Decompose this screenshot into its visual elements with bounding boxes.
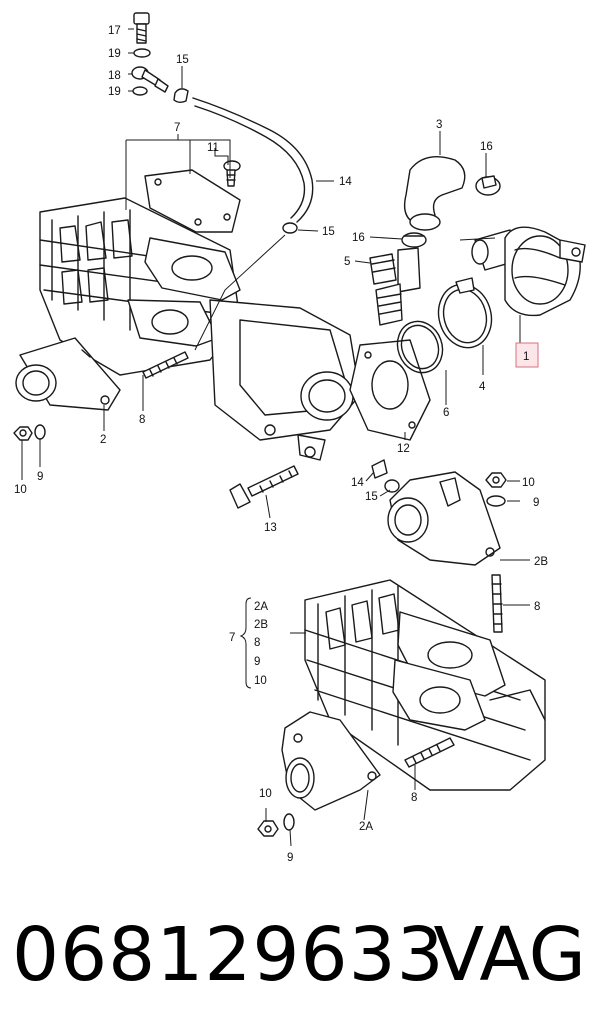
connector-5 [369, 247, 421, 326]
flange-2 [15, 337, 121, 411]
callout-2: 2 [100, 434, 106, 446]
callout-8-right: 8 [534, 601, 540, 613]
callout-4: 4 [479, 381, 486, 393]
callout-2A: 2A [359, 821, 373, 833]
bolt-11 [223, 160, 241, 187]
egr-cooler-7 [39, 169, 361, 461]
callout-5: 5 [344, 256, 350, 268]
callout-15-top: 15 [176, 54, 189, 66]
callout-10-lower: 10 [259, 788, 272, 800]
egr-valve-1 [471, 226, 586, 317]
callout-16-right: 16 [480, 141, 493, 153]
clamp-4 [437, 277, 493, 349]
brace-item-2A: 2A [254, 601, 268, 613]
callout-12: 12 [397, 443, 410, 455]
callout-16-left: 16 [352, 232, 365, 244]
washer-9-top [34, 424, 46, 440]
callout-15-lower: 15 [365, 491, 378, 503]
callout-1: 1 [523, 351, 529, 363]
flange-2B [387, 471, 501, 566]
hose-clip-14-lower [371, 459, 388, 479]
bolt-17 [133, 12, 150, 44]
callout-7-top: 7 [174, 122, 180, 134]
brace-item-9: 9 [254, 656, 260, 668]
callout-8-top: 8 [139, 414, 145, 426]
part-number: 068129633 [12, 912, 445, 998]
callout-10-top: 10 [14, 484, 27, 496]
brand-name: VAG [433, 912, 586, 998]
callout-9-top: 9 [37, 471, 43, 483]
hose-clip-15-mid [282, 222, 298, 234]
callout-7-lower: 7 [229, 632, 235, 644]
gasket-12 [349, 339, 431, 441]
washer-19-top [133, 48, 151, 58]
callout-17: 17 [108, 25, 121, 37]
callout-6: 6 [443, 407, 449, 419]
leader-lines [21, 28, 530, 847]
gasket-ring-6 [396, 320, 444, 374]
caption-bar: 068129633 VAG [0, 905, 600, 1005]
callout-13: 13 [264, 522, 277, 534]
callout-14-lower: 14 [351, 477, 364, 489]
washer-9-right [486, 495, 506, 507]
callout-11: 11 [207, 142, 219, 154]
nut-10-lower [257, 820, 279, 837]
stud-8-right [491, 574, 503, 633]
callout-1-highlight [515, 342, 539, 368]
stud-8-top [142, 351, 189, 379]
nut-10-right [485, 472, 507, 488]
washer-9-lower [283, 813, 295, 831]
flange-2A [281, 711, 381, 811]
callout-3: 3 [436, 119, 442, 131]
bolt-13 [229, 465, 299, 509]
callout-14-top: 14 [339, 176, 352, 188]
hose-clip-15-lower [384, 479, 400, 493]
hose-clip-15-top [173, 88, 189, 103]
callout-labels: 17 19 18 19 15 7 11 14 15 3 16 16 5 1 4 … [14, 25, 548, 864]
callout-19-top: 19 [108, 48, 121, 60]
callout-10-right: 10 [522, 477, 535, 489]
callout-9-right: 9 [533, 497, 539, 509]
brace-item-8: 8 [254, 637, 260, 649]
brace-item-10: 10 [254, 675, 267, 687]
brace-item-2B: 2B [254, 619, 268, 631]
nut-10-top [13, 426, 33, 441]
egr-cooler-7-lower [304, 579, 546, 791]
callout-18: 18 [108, 70, 121, 82]
clip-16-right [475, 175, 501, 196]
banjo-fitting-18 [131, 66, 169, 93]
stud-8-lower [404, 737, 455, 768]
washer-19-bottom [132, 86, 148, 96]
callout-9-lower: 9 [287, 852, 293, 864]
hose-3 [403, 156, 466, 231]
callout-8-lower: 8 [411, 792, 417, 804]
clip-16-left [401, 232, 427, 248]
callout-2B: 2B [534, 556, 548, 568]
hose-14 [192, 97, 314, 223]
exploded-parts-diagram: 17 19 18 19 15 7 11 14 15 3 16 16 5 1 4 … [13, 12, 586, 864]
callout-19-bottom: 19 [108, 86, 121, 98]
callout-15-mid: 15 [322, 226, 335, 238]
